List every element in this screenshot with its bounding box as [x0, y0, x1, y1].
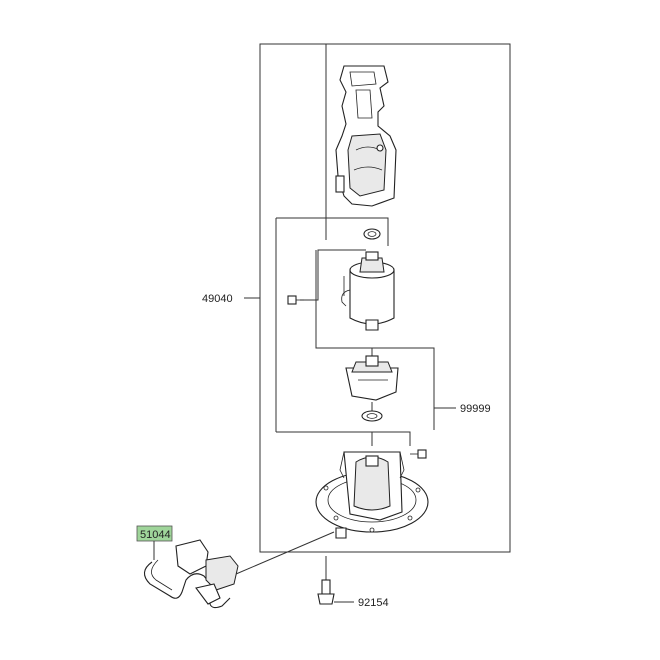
label-49040: 49040: [202, 293, 233, 305]
pump-mount-cup: [345, 355, 399, 401]
fuel-hose-assembly: [143, 531, 335, 609]
o-ring-upper: [363, 228, 381, 240]
label-92154: 92154: [358, 597, 389, 609]
bolt-92154: [317, 556, 354, 605]
bracket-99999-frame: [275, 217, 456, 446]
screw-right: [410, 449, 427, 459]
label-51044-highlight: 51044: [136, 525, 173, 560]
fuel-pump-flange-base: [315, 451, 429, 539]
fuel-pump-motor: [341, 251, 395, 331]
label-99999: 99999: [460, 403, 491, 415]
bracket-49040-frame: [244, 43, 511, 553]
o-ring-lower: [361, 410, 383, 422]
screw-left: [287, 295, 304, 305]
label-51044: 51044: [140, 529, 171, 541]
pump-housing-upper: [335, 65, 397, 207]
